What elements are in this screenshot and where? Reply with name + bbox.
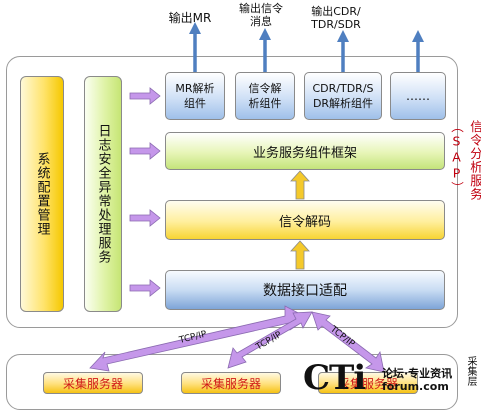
- cdr-parser-line2: DR解析组件: [312, 97, 374, 110]
- mr-parser-line2: 组件: [183, 97, 206, 110]
- output-arrows: [193, 30, 420, 72]
- collector-server-3: 采集服务器: [318, 372, 418, 394]
- signaling-decode-layer: 信令解码: [165, 200, 445, 240]
- signaling-parser-line1: 信令解: [248, 82, 282, 95]
- more-component-label: ……: [406, 88, 430, 103]
- output-cdr-line1: 输出CDR/: [311, 5, 361, 18]
- output-signaling-label: 输出信令 消息: [226, 2, 296, 28]
- mr-parser-line1: MR解析: [175, 82, 215, 95]
- collector-layer-text: 采集层: [465, 356, 476, 386]
- watermark-line2: forum.com: [382, 380, 449, 393]
- data-interface-label: 数据接口适配: [263, 283, 347, 299]
- purple-arrow-components: [129, 87, 161, 105]
- left-purple-arrows: [129, 87, 161, 297]
- watermark-line1: 论坛·专业资讯: [382, 367, 453, 380]
- collector-server-2: 采集服务器: [181, 372, 281, 394]
- up-arrow-decode-to-framework: [290, 170, 310, 200]
- signaling-parser-line2: 析组件: [248, 97, 282, 110]
- arrowhead-mr: [189, 22, 201, 34]
- tcp-label-right: TCP/IP: [327, 324, 356, 350]
- collector-server-3-label: 采集服务器: [337, 376, 398, 391]
- business-framework-label: 业务服务组件框架: [252, 145, 357, 161]
- collector-server-2-label: 采集服务器: [200, 376, 261, 391]
- mr-parser-component: MR解析 组件: [165, 72, 225, 120]
- tcp-arrow-right: [311, 311, 385, 373]
- collector-server-1-label: 采集服务器: [62, 376, 123, 391]
- business-framework-layer: 业务服务组件框架: [165, 132, 445, 170]
- signaling-parser-component: 信令解 析组件: [235, 72, 295, 120]
- arrowhead-cdr: [337, 30, 349, 42]
- output-cdr-label: 输出CDR/ TDR/SDR: [296, 5, 376, 31]
- more-component: ……: [390, 72, 446, 120]
- layer-up-arrows: [290, 170, 310, 270]
- sap-service-label: 信令分析服务（SAP）: [449, 120, 481, 250]
- output-mr-label: 输出MR: [150, 12, 230, 25]
- purple-arrow-decode: [129, 209, 161, 227]
- system-config-box: 系统配置管理: [20, 76, 64, 312]
- sap-service-text: 信令分析服务（SAP）: [449, 120, 481, 201]
- arrowhead-more: [412, 30, 424, 42]
- output-signaling-line1: 输出信令: [239, 2, 283, 15]
- collector-server-1: 采集服务器: [43, 372, 143, 394]
- purple-arrow-framework: [129, 142, 161, 160]
- data-interface-layer: 数据接口适配: [165, 270, 445, 310]
- collector-layer-label: 采集层: [464, 356, 478, 408]
- cdr-parser-line1: CDR/TDR/S: [312, 82, 374, 95]
- system-config-label: 系统配置管理: [34, 152, 50, 236]
- log-security-box: 日志安全异常处理服务: [84, 76, 122, 312]
- tcp-arrows: [89, 305, 385, 373]
- arrowhead-signaling: [259, 28, 271, 40]
- tcp-label-middle: TCP/IP: [254, 330, 284, 353]
- output-arrowheads: [189, 22, 424, 42]
- signaling-decode-label: 信令解码: [278, 214, 331, 230]
- output-cdr-line2: TDR/SDR: [311, 18, 361, 31]
- log-security-label: 日志安全异常处理服务: [95, 124, 111, 264]
- watermark-logo: CTi: [303, 358, 366, 398]
- watermark-text: 论坛·专业资讯 forum.com: [382, 367, 452, 393]
- purple-arrow-adapter: [129, 279, 161, 297]
- output-signaling-line2: 消息: [250, 15, 272, 28]
- output-mr-text: 输出MR: [168, 11, 212, 25]
- up-arrow-adapter-to-decode: [290, 240, 310, 270]
- cdr-parser-component: CDR/TDR/S DR解析组件: [304, 72, 382, 120]
